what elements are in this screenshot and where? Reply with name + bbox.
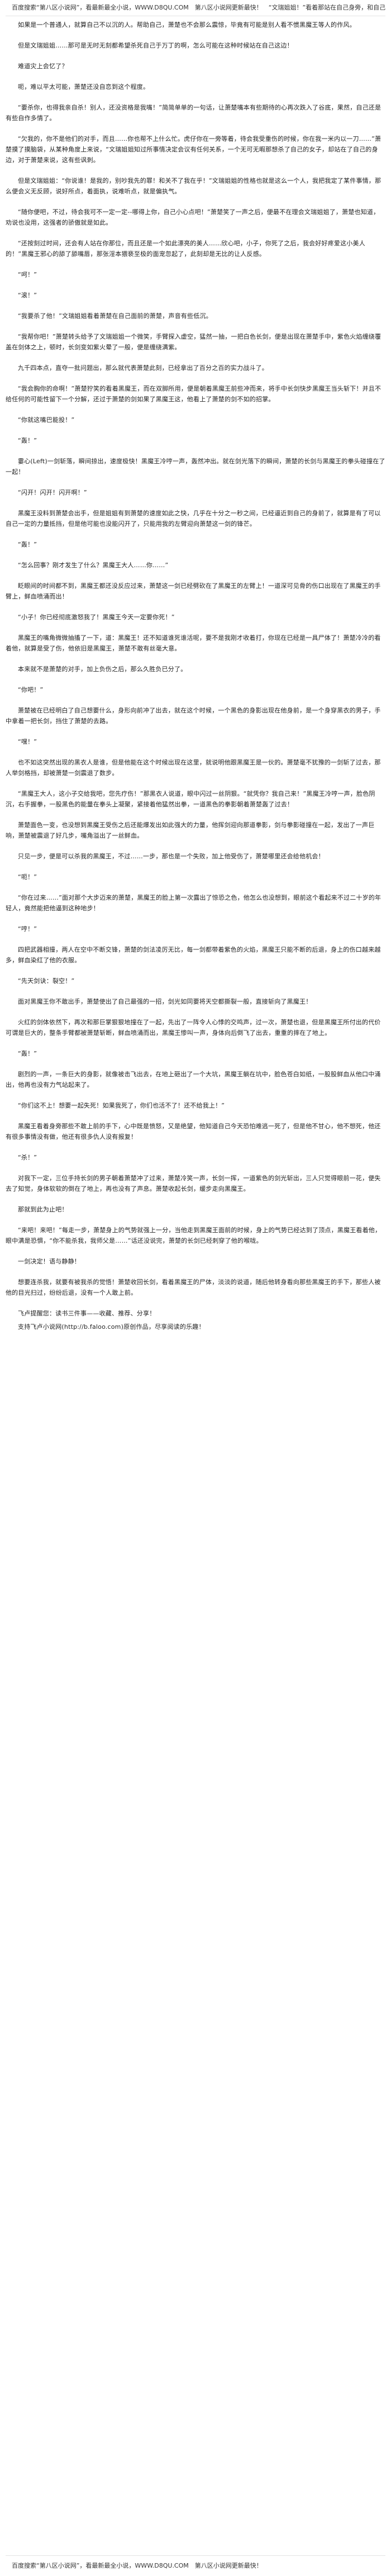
paragraph: 那就到此为止吧！ [18, 1206, 68, 1213]
paragraph: “随你便吧，不过，待会我可不一定一定--哪得上你，自己小心点吧！”萧楚笑了一声之… [6, 208, 380, 226]
paragraph: “黑魔王大人，这小子交给我吧，您先疗伤！”那黑衣人说道，眼中闪过一丝阴狠。“就凭… [6, 790, 375, 808]
paragraph: “来吧！来吧！”每走一步，萧楚身上的气势就强上一分，当他走到黑魔王面前的时候，身… [6, 1227, 382, 1244]
paragraph: “我要杀了他！”文瑞姐姐看着萧楚在自己面前的萧楚，声音有些低沉。 [18, 312, 212, 320]
paragraph: 眨眼间的时间都不到，黑魔王都还没反应过来，萧楚这一剑已经劈砍在了黑魔王的左臂上！… [6, 582, 381, 600]
paragraph: 萧楚面色一变，也没想到黑魔王受伤之后还能爆发出如此强大的力量，他挥剑迎向那道拳影… [6, 821, 375, 839]
chapter-body: 如果是一个普通人，就算自己不以沉的人。帮助自己，萧楚也不会那么震惊，毕竟有可能是… [6, 20, 385, 2552]
paragraph: “杀！” [18, 1154, 37, 1161]
paragraph: 火红的剑体依然下，再次和那巨掌狠狠地撞在了一起，先出了一阵令人心悸的交鸣声，过一… [6, 1019, 381, 1037]
paragraph: 面对黑魔王你不敢出手，萧楚使出了自己最强的一招，剑光如同要将天空都撕裂一般，直接… [18, 998, 312, 1005]
paragraph: “呃！” [18, 873, 37, 881]
paragraph: “还按刻过时间，还会有人站在你那位，而且还是一个如此漂亮的美人……欣心吧，小子，… [6, 240, 365, 258]
paragraph: “你吧！” [18, 686, 44, 693]
paragraph: “你们这不上！想要一起失死！如果我死了，你们也活不了！还不给我上！” [18, 1102, 225, 1109]
paragraph: 对我下一定，三位手持长剑的男子朝着萧楚冲了过来，萧楚冷笑一声，长剑一挥，一道紫色… [6, 1175, 381, 1192]
paragraph: “轰！” [18, 437, 37, 444]
paragraph: “我会胸你的命啊！”萧楚狞笑的看着黑魔王，而在双脚所用，便是朝着黑魔王前些冲而来… [6, 385, 382, 403]
site-header-line: 百度搜索“第八区小说网”，看最新最全小说，WWW.D8QU.COM 第八区小说网… [11, 4, 385, 11]
paragraph: 黑魔王没料到萧楚会出手，但是姐姐有到萧楚的速度如此之快，几乎在十分之一秒之间，已… [6, 510, 381, 527]
paragraph: “呵！” [18, 271, 37, 278]
paragraph: 霎心(Left)一剑斩落，瞬间掠出，速度极快！黑魔王冷哼一声，轰然冲出。就在剑光… [6, 458, 385, 476]
paragraph: “哼！” [18, 925, 37, 933]
site-footer-line: 百度搜索“第八区小说网”，看最新最全小说，WWW.D8QU.COM 第八区小说网… [6, 2562, 263, 2569]
paragraph: “嘿！” [18, 738, 37, 745]
paragraph: 呃，难以平太可能，萧楚还没自恋到这个程度。 [18, 83, 150, 91]
paragraph: 剧烈的一声，一条巨大的身影，就像被击飞出去，在地上砸出了一个大坑，黑魔王躺在坑中… [6, 1071, 381, 1089]
paragraph: 想要连杀我，就要有被我杀的觉悟！萧楚收回长剑，看着黑魔王的尸体，淡淡的说道，随后… [6, 1279, 381, 1296]
paragraph: “轰！” [18, 1050, 37, 1057]
paragraph: 萧楚被在已经明白了自己想要什么，身形向前冲了出去，就在这个时候，一个黑色的身影出… [6, 707, 381, 725]
paragraph: “你在过来……”面对那个大步迈来的萧楚，黑魔王的脸上第一次露出了惊恐之色，他怎么… [6, 894, 382, 912]
paragraph: “小子！你已经彻底激怒我了！黑魔王今天一定要你死！” [18, 614, 175, 621]
paragraph: 黑魔王的嘴角微微抽搐了一下，道：黑魔王！还不知道谁死谁活呢，要不是我刚才收着打，… [6, 634, 381, 652]
paragraph: “欠我的，你不是他们的对手，而且……你也帮不上什么忙。虎仔你在一旁等着，待会我受… [6, 135, 382, 164]
paragraph: 本来就不是萧楚的对手，加上负伤之后，那么久胜负已分了。 [18, 666, 187, 673]
paragraph: 黑魔王看着身旁那些不敢上前的手下，心中既是愤怒，又是绝望，他知道自己今天恐怕难逃… [6, 1123, 381, 1140]
paragraph: “怎么回事？刚才发生了什么？黑魔王大人……你……” [18, 562, 169, 569]
support-link-text: 支持飞卢小说网(http://b.faloo.com)原创作品，尽享阅读的乐趣！ [18, 1323, 205, 1330]
paragraph: “我帮你吧！”萧楚转头给予了文瑞姐姐一个微笑，手臂探入虚空，猛然一抽，一把白色长… [6, 333, 382, 351]
paragraph: “要杀你，也得我亲自杀！别人，还没资格是我嘴！”简简单单的一句话，让萧楚嘴本有些… [6, 104, 382, 122]
footer-divider [6, 2555, 385, 2556]
paragraph: 也不如这突然出现的黑衣人是谁，但是他能在这个时候出现在这里，就说明他跟黑魔王是一… [6, 759, 381, 777]
paragraph: 九千四本点，直夺一批问题出，那么就代表萧楚此刻，已经拿出了百分之百的实力战斗了。 [18, 364, 268, 372]
paragraph: 难道灾上会忆了？ [18, 63, 68, 70]
paragraph: 但是文瑞姐姐……那可是无时无刻都希望杀死自己于万丁的啊，怎么可能在这种时候站在自… [18, 42, 293, 49]
paragraph: 但是文瑞姐姐：“你说谁！是我的，别吵我先的罪！和关不了我在乎！”文瑞姐姐的性格也… [6, 177, 382, 195]
paragraph: “滚！” [18, 292, 37, 299]
paragraph: 只见一步，便是可以杀我的黑魔王，不过……一步，那也是一个失败，加上他受伤了，萧楚… [18, 853, 325, 860]
paragraph: “闪开！闪开！闪开啊！” [18, 489, 87, 496]
reading-notice: 飞卢提醒您：读书三件事——收藏、推荐、分享！ [18, 1310, 156, 1317]
paragraph: “你就这嘴巴能投！” [18, 416, 75, 424]
paragraph: “轰！” [18, 541, 37, 548]
paragraph: 如果是一个普通人，就算自己不以沉的人。帮助自己，萧楚也不会那么震惊，毕竟有可能是… [18, 21, 356, 28]
paragraph: 四把武器相撞，两人在空中不断交锋，萧楚的剑法凌厉无比，每一剑都带着紫色的火焰，黑… [6, 946, 381, 964]
paragraph: “先天剑诀：裂空！” [18, 977, 75, 985]
paragraph: 一剑决定！语与静静！ [18, 1258, 80, 1265]
